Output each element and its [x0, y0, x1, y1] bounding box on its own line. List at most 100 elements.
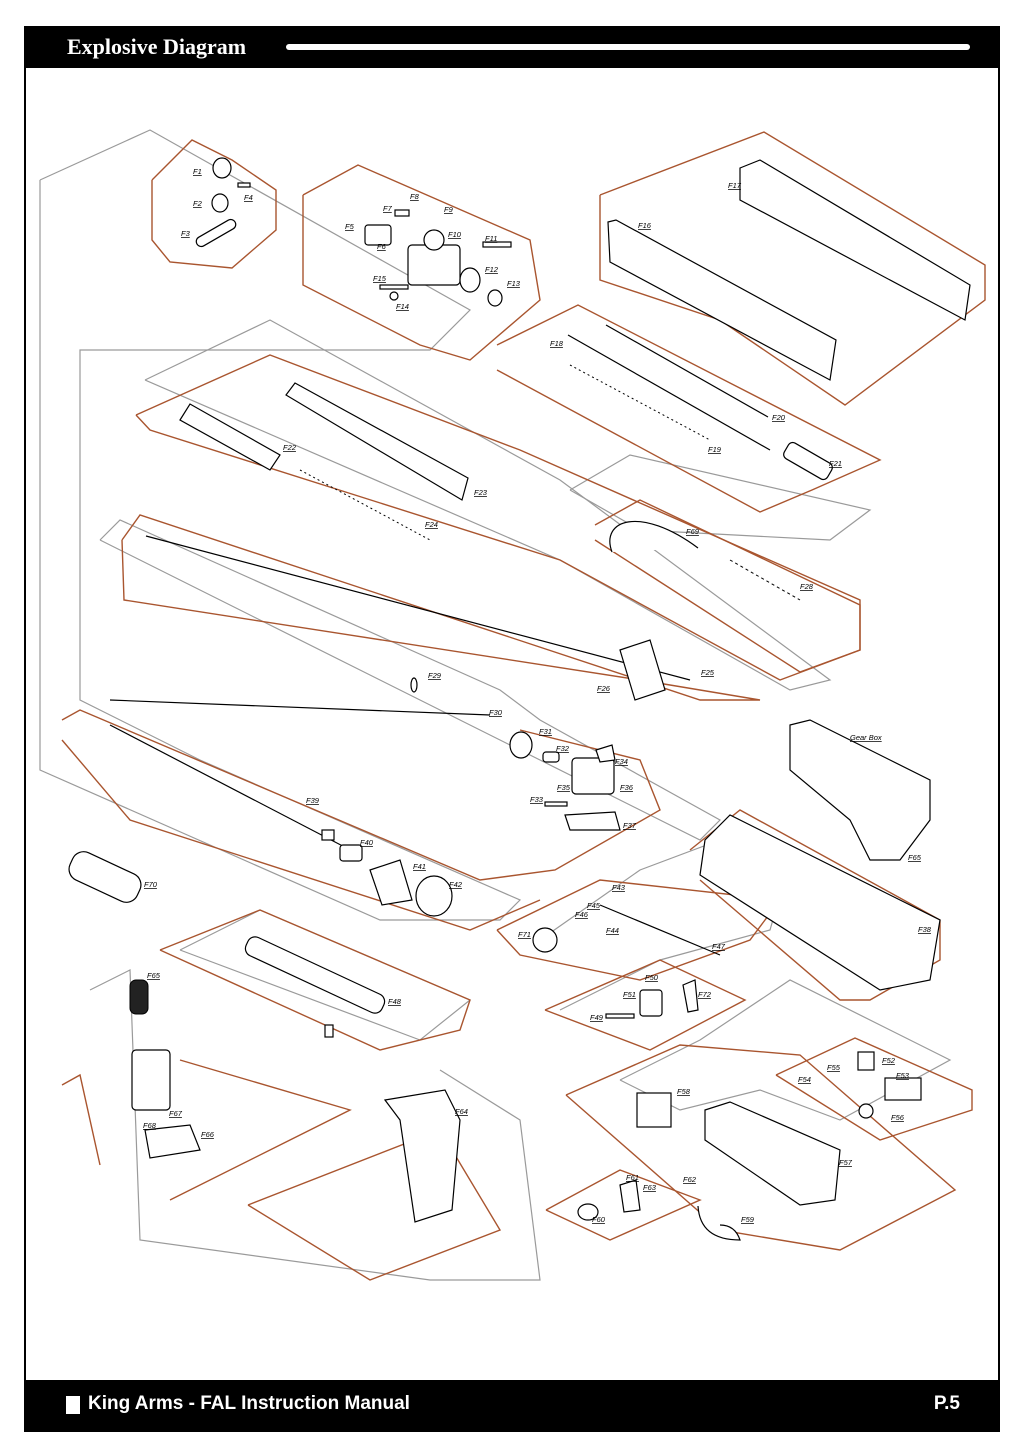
label-f42: F42 [449, 880, 463, 889]
f29-rod [109, 699, 491, 716]
f56-part [858, 1103, 874, 1119]
parts [68, 157, 971, 1241]
f39-part [321, 829, 335, 841]
label-f43: F43 [612, 883, 626, 892]
label-f12: F12 [485, 265, 499, 274]
label-f72: F72 [698, 990, 712, 999]
label-f25: F25 [701, 668, 715, 677]
label-f20: F20 [772, 413, 786, 422]
gas-block-part [407, 244, 461, 286]
label-f11: F11 [485, 234, 497, 243]
f21-part [783, 441, 833, 481]
page-title: Explosive Diagram [67, 34, 247, 59]
f12-part [459, 267, 481, 293]
f34-part [595, 744, 616, 763]
label-f2: F2 [193, 199, 203, 208]
label-f8: F8 [410, 192, 420, 201]
f59-part [697, 1205, 741, 1241]
f71-part [532, 927, 558, 953]
label-f38: F38 [918, 925, 932, 934]
label-f64: F64 [455, 1107, 468, 1116]
label-f13: F13 [507, 279, 521, 288]
f36-part [571, 757, 615, 795]
f72-part [682, 979, 699, 1013]
f40-part [339, 844, 363, 862]
gearbox-part [789, 719, 931, 861]
f65-spring [129, 979, 149, 1015]
label-f23: F23 [474, 488, 488, 497]
label-f60: F60 [592, 1215, 606, 1224]
label-f58: F58 [677, 1087, 691, 1096]
label-f22: F22 [283, 443, 297, 452]
label-f66: F66 [201, 1130, 215, 1139]
f1-part [212, 157, 232, 179]
label-f29: F29 [428, 671, 442, 680]
f70-part [68, 851, 142, 903]
label-f4: F4 [244, 193, 253, 202]
label-f68: F68 [143, 1121, 157, 1130]
label-f28: F28 [800, 582, 814, 591]
label-f51: F51 [623, 990, 636, 999]
label-f54: F54 [798, 1075, 811, 1084]
label-f17: F17 [728, 181, 742, 190]
barrel-part [109, 724, 361, 856]
f57-lower [704, 1101, 841, 1206]
label-f5: F5 [345, 222, 355, 231]
label-f46: F46 [575, 910, 589, 919]
f17-handguard [739, 159, 971, 321]
label-f14: F14 [396, 302, 409, 311]
f48-screw [324, 1024, 334, 1038]
label-f45: F45 [587, 901, 601, 910]
label-f33: F33 [530, 795, 544, 804]
f66-part [144, 1124, 201, 1159]
f16-handguard [607, 219, 837, 381]
f37-part [564, 811, 621, 831]
label-f55: F55 [827, 1063, 841, 1072]
f31-part [509, 731, 533, 759]
label-f26: F26 [597, 684, 611, 693]
part-labels: F1 F2 F3 F4 F5 F6 F7 F8 F9 F10 F11 F12 F… [143, 167, 932, 1224]
label-f53: F53 [896, 1071, 910, 1080]
label-f32: F32 [556, 744, 570, 753]
f26-part [619, 639, 666, 701]
f38-receiver [699, 814, 941, 991]
page-number: P.5 [933, 1393, 960, 1414]
f8-part [394, 209, 410, 217]
f22-part [179, 403, 281, 471]
label-f65-gearbox: F65 [908, 853, 922, 862]
header-rule [286, 44, 970, 50]
label-f1: F1 [193, 167, 202, 176]
f60-part [577, 1203, 599, 1221]
motor-part [131, 1049, 171, 1111]
label-f15: F15 [373, 274, 387, 283]
f19-spring [569, 364, 711, 441]
f3-part [195, 218, 237, 248]
label-f37: F37 [623, 821, 637, 830]
label-f59: F59 [741, 1215, 755, 1224]
label-f30: F30 [489, 708, 503, 717]
label-gear-box: Gear Box [850, 733, 882, 742]
footer-title: King Arms - FAL Instruction Manual [88, 1393, 410, 1414]
f13-part [487, 289, 503, 307]
f42-part [415, 875, 453, 917]
f2-part [211, 193, 229, 213]
label-f10: F10 [448, 230, 462, 239]
label-f39: F39 [306, 796, 320, 805]
f4-part [237, 182, 251, 188]
f14-part [389, 291, 399, 301]
label-f52: F52 [882, 1056, 896, 1065]
f10-part [423, 229, 445, 251]
f18-tube [567, 334, 771, 451]
f23-part [285, 382, 469, 501]
f29-ring [410, 677, 418, 693]
label-f16: F16 [638, 221, 652, 230]
f53-part [884, 1077, 922, 1101]
label-f56: F56 [891, 1113, 905, 1122]
label-f34: F34 [615, 757, 628, 766]
f64-grip [383, 1089, 461, 1223]
label-f19: F19 [708, 445, 722, 454]
footer-square [66, 1396, 80, 1414]
f32-part [542, 751, 560, 763]
label-f7: F7 [383, 204, 393, 213]
